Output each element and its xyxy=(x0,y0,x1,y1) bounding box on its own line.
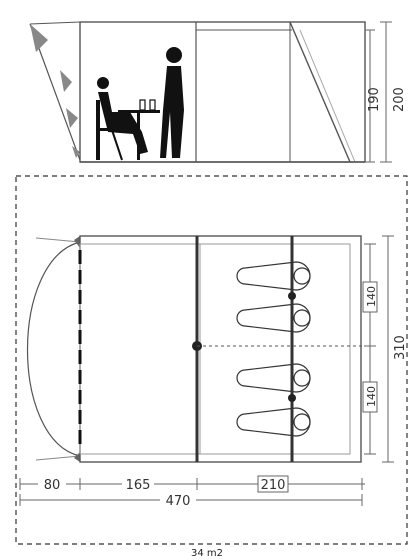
peg-marker xyxy=(74,236,80,248)
pole-hub xyxy=(288,292,296,300)
height-outer-label: 200 xyxy=(392,87,407,112)
tent-outline xyxy=(79,235,362,463)
awning-flag xyxy=(60,70,72,92)
bed-width-bottom-label: 140 xyxy=(365,386,378,407)
awning-flag xyxy=(66,108,78,128)
standing-person-head xyxy=(166,47,182,63)
tent-body-outline xyxy=(79,21,366,163)
pole-hub xyxy=(288,394,296,402)
plan-width-dimensions xyxy=(362,235,394,463)
sleeping-bag-icon xyxy=(236,407,311,437)
bedroom-length-label: 210 xyxy=(261,478,286,493)
bedroom-length-box xyxy=(257,475,289,493)
standing-person-body xyxy=(160,66,184,158)
awning-flag xyxy=(72,146,80,158)
side-height-dimensions xyxy=(365,21,392,163)
chair-seat xyxy=(96,128,124,131)
seated-person-body xyxy=(98,92,148,154)
rear-slope xyxy=(289,21,351,163)
footprint-dashed-border xyxy=(15,175,408,545)
people-figures xyxy=(96,47,184,161)
sleeping-bag-icon xyxy=(236,363,311,393)
bed-width-top-label: 140 xyxy=(365,286,378,307)
cup-icon xyxy=(149,99,156,111)
total-width-label: 310 xyxy=(393,335,408,360)
awning-length-label: 80 xyxy=(44,478,61,493)
sleeping-bags xyxy=(236,261,311,437)
side-view xyxy=(29,21,366,163)
table-leg xyxy=(137,112,140,160)
awning-arch xyxy=(27,241,81,457)
rear-slope-inner xyxy=(299,29,356,163)
chair-leg xyxy=(111,129,123,161)
sleeping-cabin-outline xyxy=(199,243,351,455)
living-length-label: 165 xyxy=(126,478,151,493)
peg-marker xyxy=(74,452,80,462)
sleeping-bag-icon xyxy=(236,303,311,333)
height-inner-label: 190 xyxy=(367,87,382,112)
cup-icon xyxy=(139,99,146,111)
seated-person-head xyxy=(97,77,109,89)
area-label: 34 m2 xyxy=(191,548,223,559)
awning-roof xyxy=(29,21,81,25)
awning-flag xyxy=(30,24,48,52)
table-top xyxy=(118,110,160,113)
total-length-label: 470 xyxy=(166,494,191,509)
sleeping-bag-icon xyxy=(236,261,311,291)
